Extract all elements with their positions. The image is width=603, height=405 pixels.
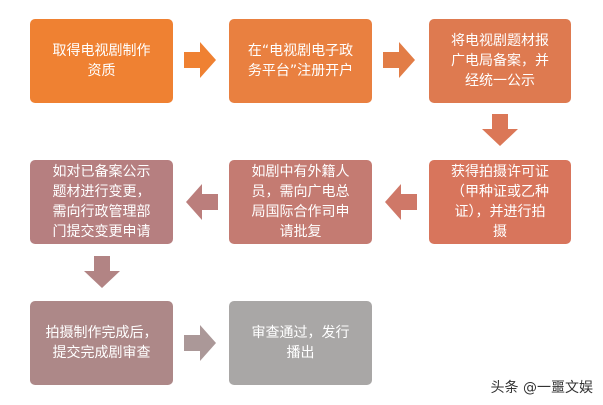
- arrow-right-icon: [184, 42, 216, 78]
- arrow-down-icon: [84, 256, 120, 288]
- step-topic-filing: 将电视剧题材报 广电局备案，并 经统一公示: [429, 19, 571, 103]
- step-obtain-permit: 获得拍摄许可证 （甲种证或乙种 证），并进行拍 摄: [429, 160, 571, 244]
- arrow-down-icon: [482, 114, 518, 146]
- step-register-account: 在“电视剧电子政 务平台”注册开户: [229, 19, 372, 103]
- step-release: 审查通过，发行 播出: [229, 301, 372, 385]
- arrow-left-icon: [186, 184, 218, 220]
- step-submit-review: 拍摄制作完成后， 提交完成剧审查: [30, 301, 173, 385]
- step-foreign-personnel: 如剧中有外籍人 员，需向广电总 局国际合作司申 请批复: [229, 160, 372, 244]
- step-topic-change: 如对已备案公示 题材进行变更， 需向行政管理部 门提交变更申请: [30, 160, 173, 244]
- watermark: 头条 @一噩文娱: [490, 380, 593, 396]
- arrow-right-icon: [184, 325, 216, 361]
- arrow-left-icon: [385, 184, 417, 220]
- arrow-right-icon: [383, 42, 415, 78]
- step-obtain-qualification: 取得电视剧制作 资质: [30, 19, 173, 103]
